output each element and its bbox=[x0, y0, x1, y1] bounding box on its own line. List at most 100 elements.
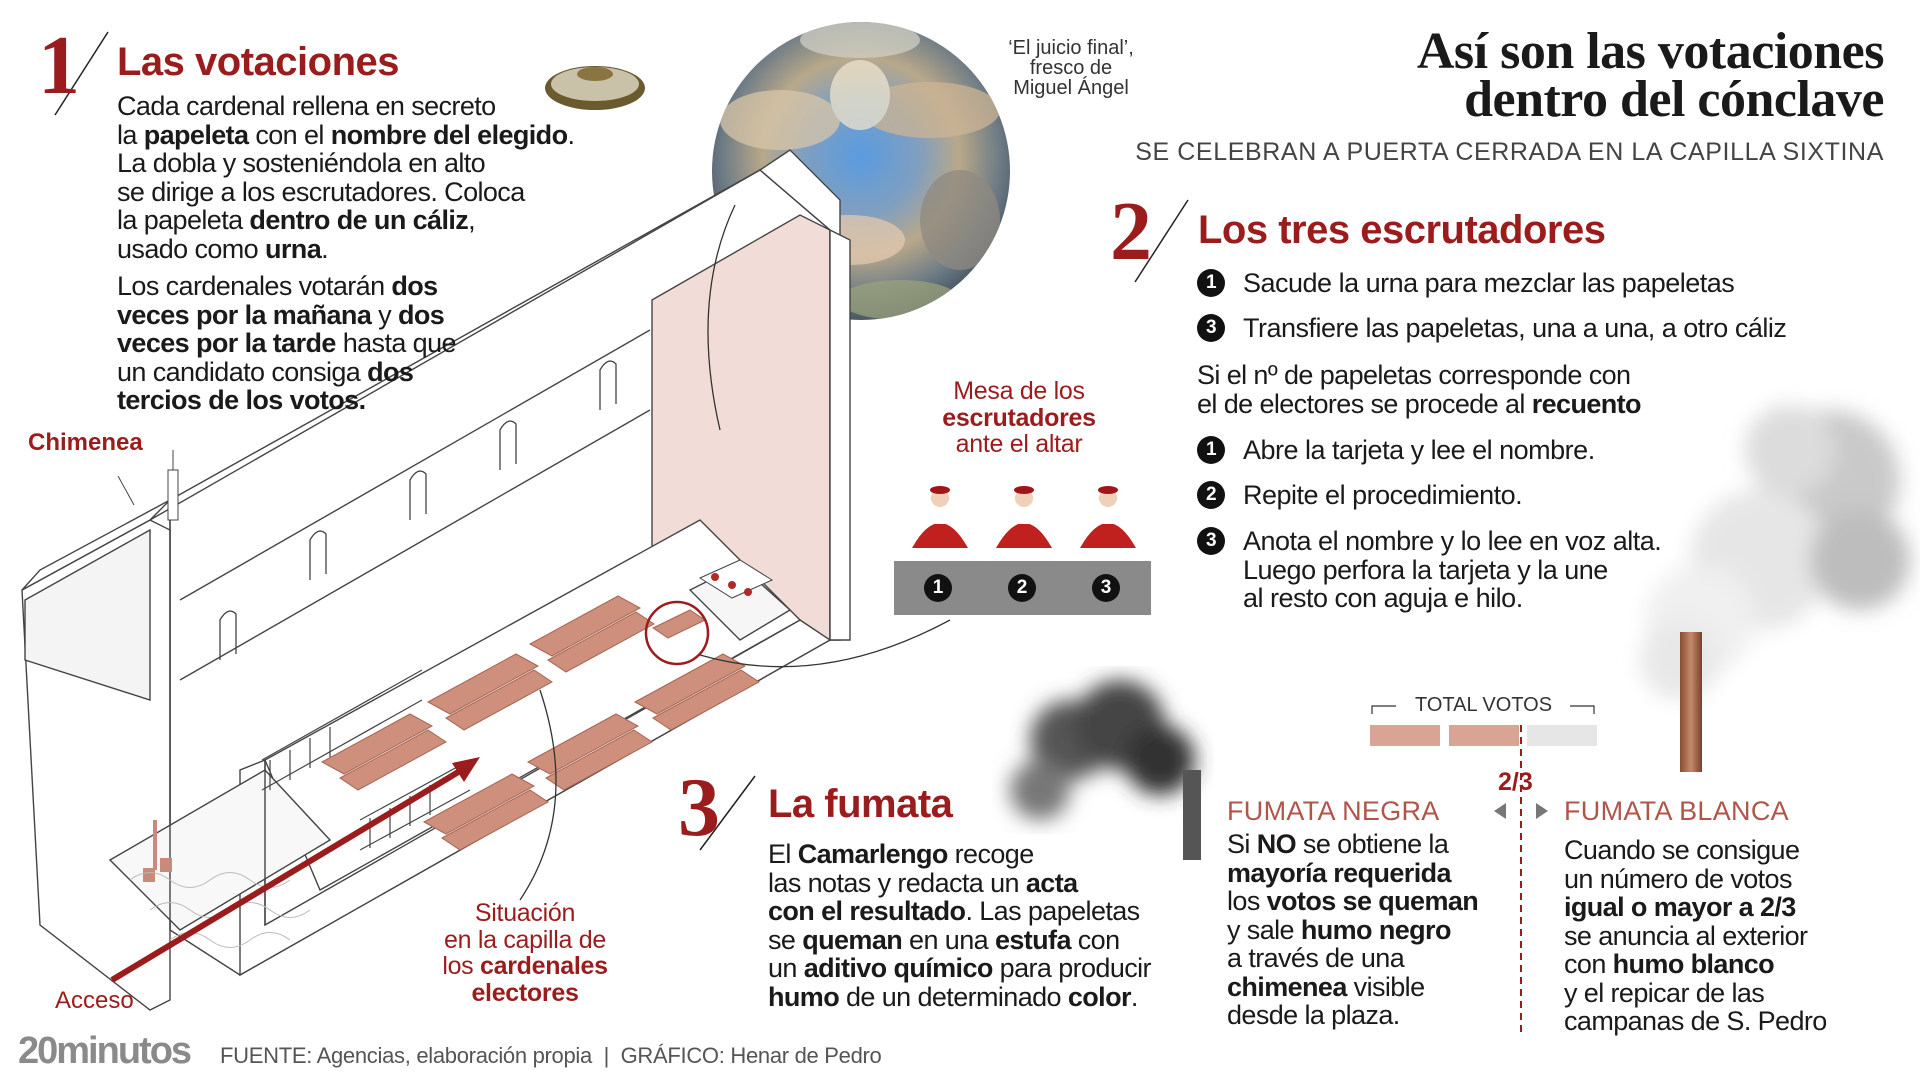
text: un candidato consiga bbox=[117, 356, 368, 387]
text-line: a través de una bbox=[1227, 944, 1478, 973]
bold-text: mayoría requerida bbox=[1227, 857, 1452, 888]
text-line: desde la plaza. bbox=[1227, 1001, 1478, 1030]
text-line: los cardenales bbox=[415, 953, 635, 980]
section1-title: Las votaciones bbox=[117, 40, 400, 84]
bold-text: papeleta bbox=[143, 119, 249, 150]
text: Los cardenales votarán bbox=[117, 271, 392, 301]
text: recoge bbox=[947, 839, 1035, 869]
text: con bbox=[1070, 924, 1120, 955]
title-line-1: Así son las votaciones bbox=[1416, 23, 1885, 80]
bold-text: con el resultado bbox=[768, 896, 966, 926]
text-line: con el resultado. Las papeletas bbox=[768, 897, 1151, 926]
text: usado como bbox=[117, 233, 265, 264]
text-line: con humo blanco bbox=[1564, 950, 1827, 979]
text-line: se anuncia al exterior bbox=[1564, 921, 1827, 951]
bold-text: estufa bbox=[994, 924, 1072, 955]
text: . bbox=[321, 233, 329, 264]
fresco-connector-line bbox=[707, 204, 736, 431]
black-smoke bbox=[1010, 680, 1201, 860]
scrutineer-number-3: 3 bbox=[1092, 574, 1120, 602]
chapel-building bbox=[21, 149, 851, 1011]
altar-table bbox=[698, 559, 774, 599]
bold-text: aditivo químico bbox=[803, 953, 994, 983]
step-number-badge: 2 bbox=[1197, 481, 1225, 509]
text: con bbox=[1564, 949, 1613, 979]
bold-text: acta bbox=[1025, 867, 1078, 898]
text-line: campanas de S. Pedro bbox=[1564, 1007, 1827, 1036]
text: de un determinado bbox=[839, 981, 1068, 1012]
vote-bar-segment-3 bbox=[1527, 725, 1597, 746]
bold-text: dos bbox=[397, 299, 445, 330]
text-line: un número de votos bbox=[1564, 863, 1827, 894]
text: un número de votos bbox=[1564, 863, 1792, 894]
bold-text: veces por la mañana bbox=[117, 299, 372, 330]
text-line: se dirige a los escrutadores. Coloca bbox=[117, 177, 574, 207]
section2-slash bbox=[1134, 199, 1189, 283]
text: los bbox=[1227, 886, 1267, 916]
text: se obtiene la bbox=[1296, 829, 1449, 859]
text: Si bbox=[1227, 829, 1257, 859]
text: Cuando se consigue bbox=[1564, 835, 1800, 865]
brand-logo: 20minutos bbox=[18, 1030, 192, 1072]
section3-number: 3 bbox=[678, 761, 720, 854]
section1-slash bbox=[54, 31, 109, 116]
text: Cada cardenal rellena en secreto bbox=[117, 91, 496, 121]
bold-text: electores bbox=[471, 978, 579, 1007]
bold-text: color bbox=[1067, 981, 1132, 1012]
text: para producir bbox=[992, 953, 1152, 983]
text: hasta que bbox=[335, 328, 457, 358]
fresco-caption-line: fresco de bbox=[1029, 57, 1113, 79]
text-line: en la capilla de bbox=[415, 926, 635, 954]
seating-connector-line bbox=[519, 689, 557, 901]
bold-text: igual o mayor a 2/3 bbox=[1564, 892, 1796, 922]
bold-text: NO bbox=[1256, 829, 1297, 859]
text-line: y el repicar de las bbox=[1564, 978, 1827, 1008]
text: la papeleta bbox=[117, 205, 250, 235]
step-number-badge: 3 bbox=[1197, 314, 1225, 342]
text-line: Cuando se consigue bbox=[1564, 836, 1827, 865]
text-line: las notas y redacta un acta bbox=[768, 867, 1151, 898]
text: los bbox=[442, 952, 481, 980]
text: a través de una bbox=[1227, 943, 1405, 973]
text: ante el altar bbox=[955, 430, 1083, 458]
two-thirds-label: 2/3 bbox=[1498, 768, 1533, 796]
text: las notas y redacta un bbox=[768, 867, 1026, 898]
bold-text: recuento bbox=[1531, 388, 1642, 419]
step-number-badge: 3 bbox=[1197, 527, 1225, 555]
section1-paragraph-1: Cada cardenal rellena en secreto la papel… bbox=[117, 91, 575, 264]
bold-text: tercios de los votos. bbox=[117, 385, 366, 415]
text-line: electores bbox=[415, 978, 635, 1007]
text: y sale bbox=[1227, 914, 1301, 945]
text-line: igual o mayor a 2/3 bbox=[1564, 893, 1827, 922]
text-line: se queman en una estufa con bbox=[768, 924, 1151, 955]
page-subtitle: SE CELEBRAN A PUERTA CERRADA EN LA CAPIL… bbox=[1135, 138, 1884, 166]
text-line: chimenea visible bbox=[1227, 971, 1478, 1002]
access-label: Acceso bbox=[55, 987, 134, 1014]
text: . bbox=[1130, 981, 1138, 1012]
text-line: Mesa de los bbox=[909, 378, 1129, 405]
bold-text: humo bbox=[768, 981, 840, 1012]
text-line: veces por la mañana y dos bbox=[117, 299, 456, 330]
step-number-badge: 1 bbox=[1197, 269, 1225, 297]
text-line: El Camarlengo recoge bbox=[768, 840, 1151, 869]
bold-text: Camarlengo bbox=[797, 839, 949, 869]
railing bbox=[261, 669, 471, 851]
text: el de electores se procede al bbox=[1197, 388, 1532, 419]
bold-text: veces por la tarde bbox=[117, 328, 336, 358]
fresco-caption-line: ‘El juicio final’, bbox=[1008, 37, 1134, 59]
arrow-right-icon bbox=[1536, 803, 1548, 819]
chapel-windows bbox=[219, 360, 617, 660]
altar-connector-line bbox=[699, 619, 951, 668]
access-arrow bbox=[110, 757, 480, 983]
bold-text: humo blanco bbox=[1612, 949, 1775, 979]
bold-text: chimenea bbox=[1227, 971, 1347, 1002]
total-votes-bracket bbox=[1371, 705, 1595, 714]
section3-slash bbox=[699, 775, 756, 851]
text-line: Si NO se obtiene la bbox=[1227, 830, 1478, 859]
text: . bbox=[567, 119, 575, 150]
text-line: tercios de los votos. bbox=[117, 386, 456, 415]
page-title: Así son las votaciones dentro del cóncla… bbox=[1416, 23, 1885, 126]
total-votes-label: TOTAL VOTOS bbox=[1412, 694, 1556, 717]
